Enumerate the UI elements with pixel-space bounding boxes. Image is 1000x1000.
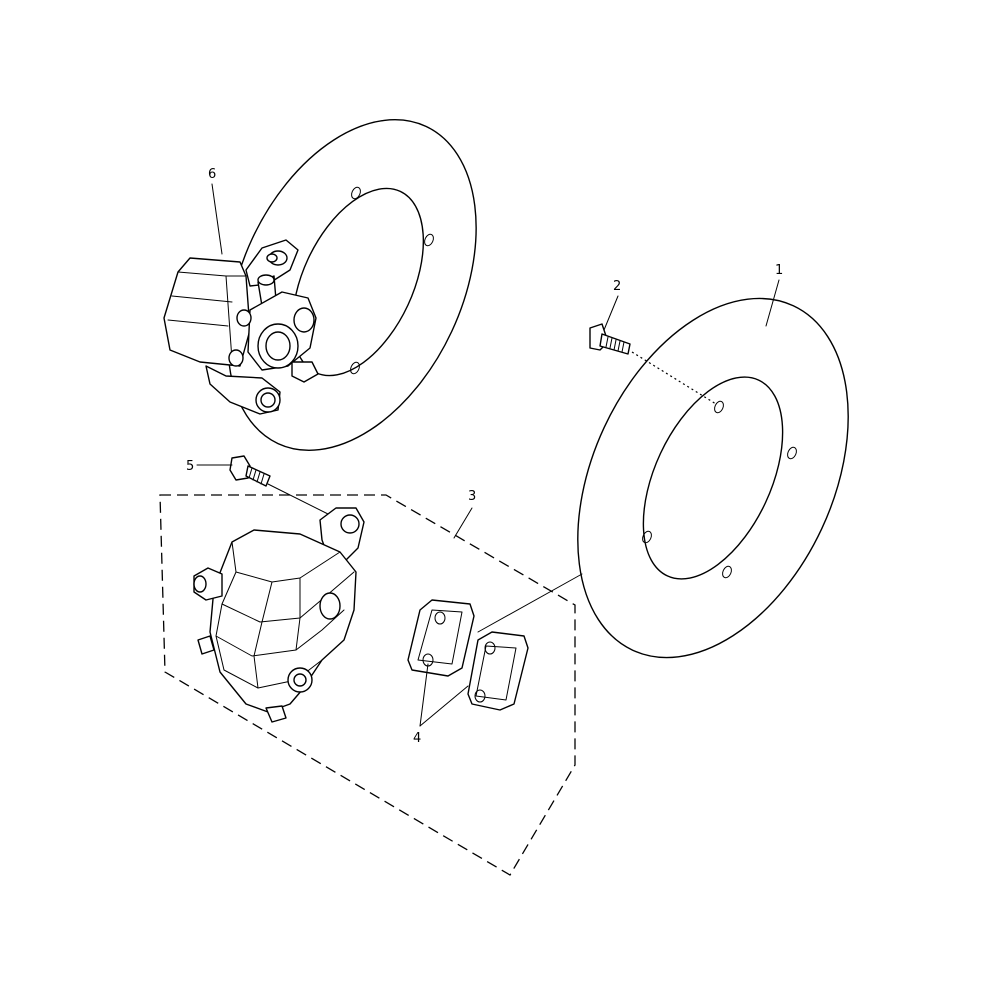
callout-6: 6: [208, 167, 216, 182]
caliper-assembly-boundary: [159, 494, 576, 876]
callout-labels: 1 2 3 4 5 6: [186, 167, 783, 746]
disc-bolt: [589, 323, 717, 405]
callout-5: 5: [186, 459, 194, 474]
installed-brake-disc: [227, 119, 477, 451]
callout-2: 2: [613, 279, 621, 294]
caliper-assembly: [193, 507, 365, 723]
callout-1: 1: [775, 263, 783, 278]
brake-disc: [577, 297, 849, 659]
caliper-bolt: [229, 455, 341, 521]
callout-4: 4: [413, 731, 421, 746]
brake-pads: [407, 573, 583, 711]
leader-lines: [196, 183, 780, 727]
installed-caliper: [163, 239, 319, 415]
callout-3: 3: [468, 489, 476, 504]
